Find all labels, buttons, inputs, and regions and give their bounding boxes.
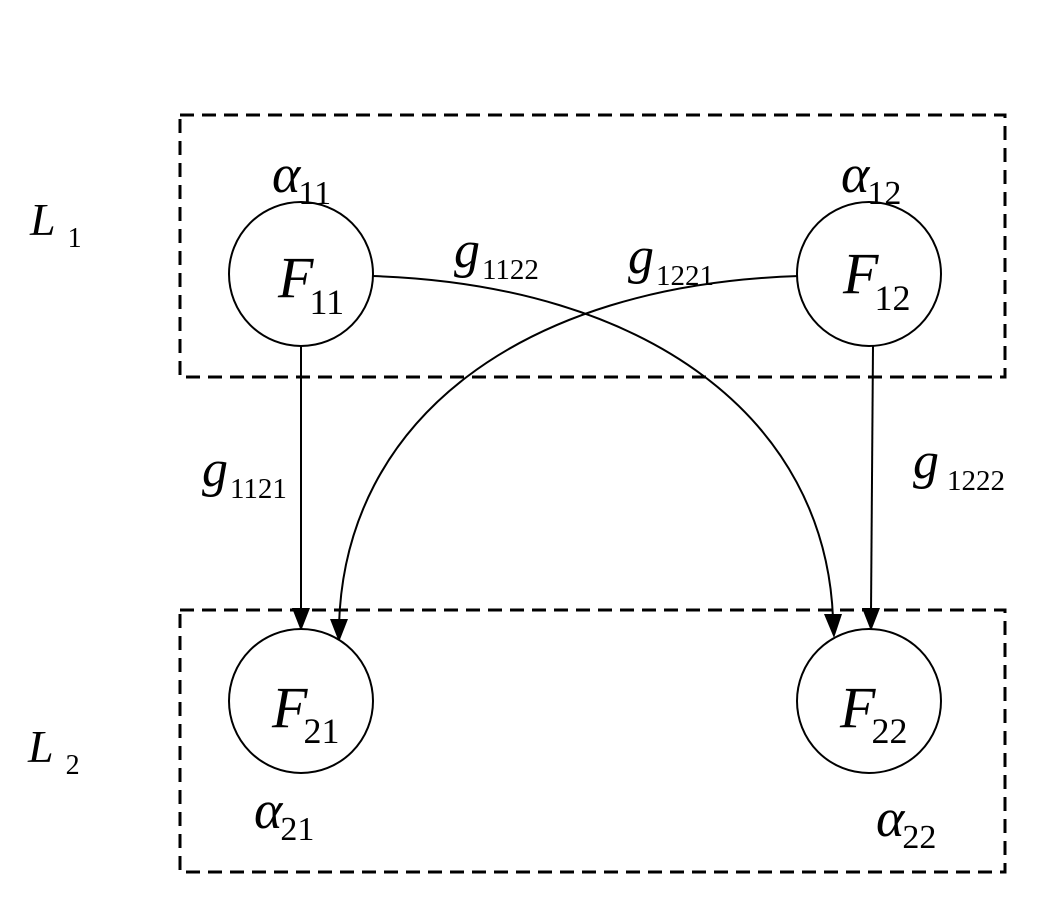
node-f22-label: F22 — [839, 675, 907, 751]
node-f22: F22 — [796, 628, 942, 774]
edge-g1221 — [338, 275, 800, 626]
weight-alpha21: α21 — [254, 780, 314, 848]
node-f21: F21 — [228, 628, 374, 774]
layer-1-box — [178, 113, 1007, 379]
edge-label-g1121: g1121 — [202, 441, 287, 505]
edge-g1222-arrowhead — [862, 608, 880, 631]
weight-alpha11: α11 — [272, 144, 331, 212]
weight-alpha22: α22 — [876, 788, 936, 856]
edge-g1122-arrowhead — [824, 614, 842, 638]
node-f11: F11 — [228, 201, 374, 347]
layer-2-box — [178, 608, 1007, 874]
edge-g1221-arrowhead — [330, 619, 348, 642]
node-f21-label: F21 — [271, 675, 339, 751]
weight-alpha12: α12 — [841, 144, 901, 212]
edge-label-g1221: g1221 — [628, 228, 714, 292]
edge-label-g1122: g1122 — [454, 222, 539, 286]
edge-g1222 — [870, 345, 874, 613]
edge-g1122 — [371, 275, 834, 619]
node-f12: F12 — [796, 201, 942, 347]
node-f11-label: F11 — [277, 245, 344, 322]
edge-g1121-arrowhead — [292, 608, 310, 631]
node-f12-label: F12 — [842, 241, 910, 318]
